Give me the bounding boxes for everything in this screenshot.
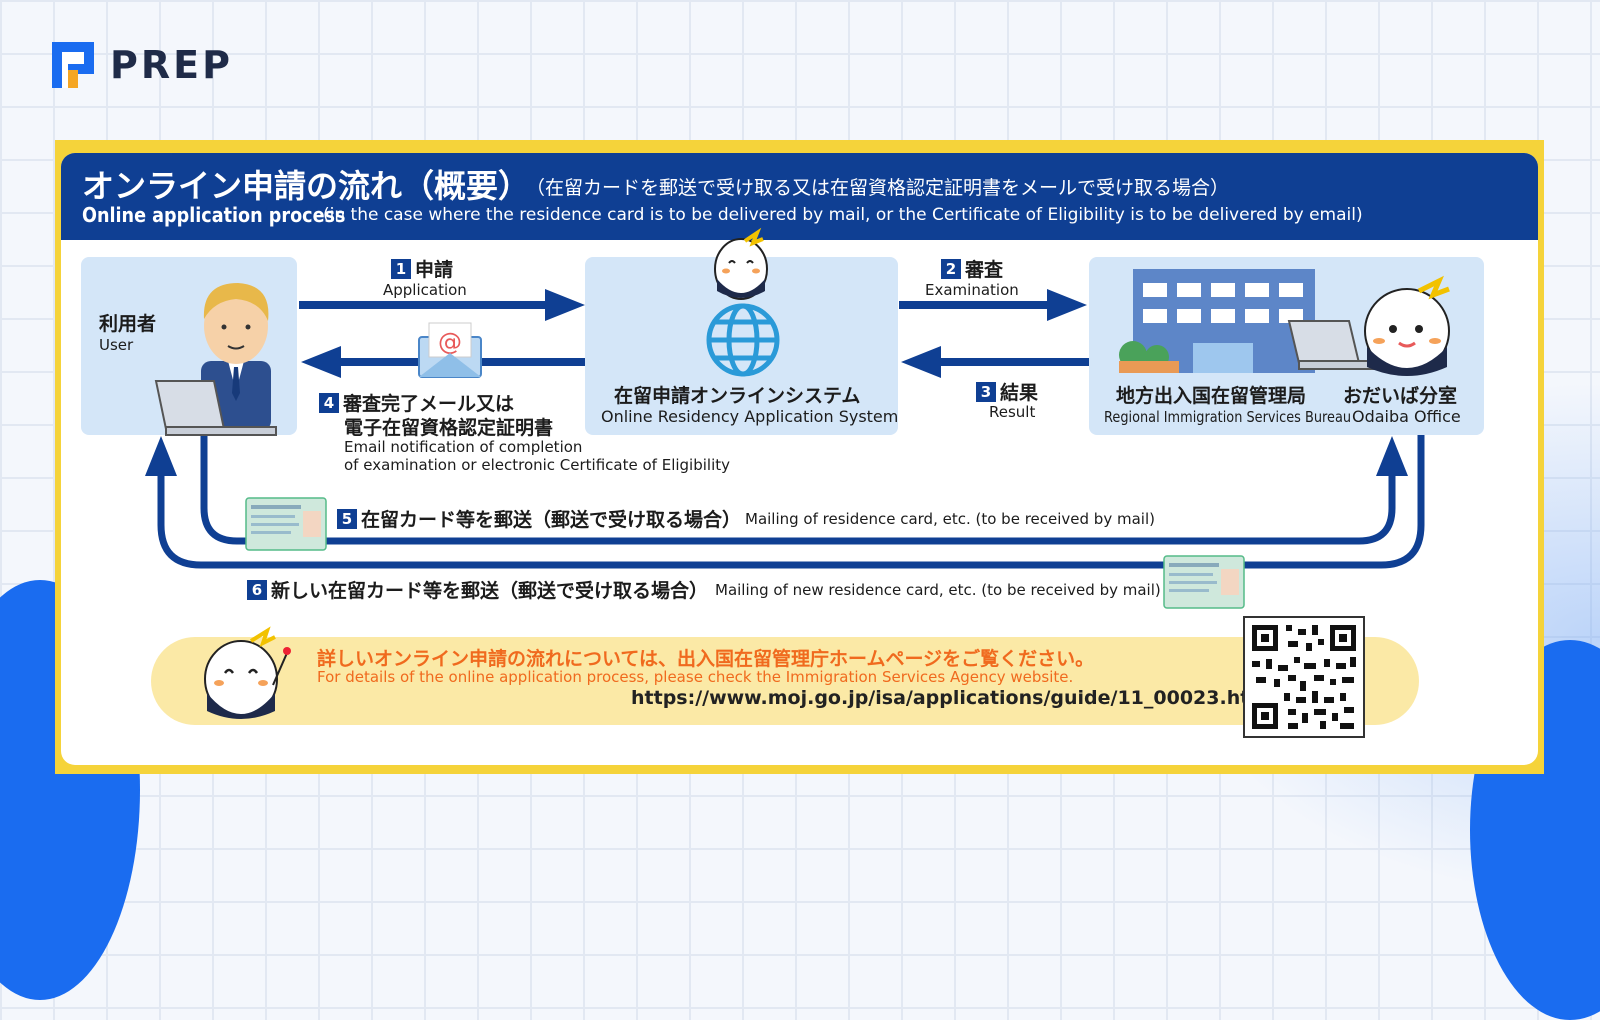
step5-ja: 在留カード等を郵送（郵送で受け取る場合） — [361, 509, 742, 531]
step3-number: 3 — [976, 382, 996, 402]
title-en: Online application process — [82, 203, 346, 227]
step2-en: Examination — [925, 281, 1019, 299]
step4-number: 4 — [319, 393, 339, 413]
building-icon — [1119, 269, 1380, 373]
info-banner — [151, 637, 1419, 725]
step5-en: Mailing of residence card, etc. (to be r… — [745, 510, 1155, 528]
step2-number: 2 — [941, 259, 961, 279]
bureau-label-en: Regional Immigration Services Bureau — [1104, 408, 1352, 426]
qr-code-icon[interactable] — [1243, 616, 1365, 738]
odaiba-label-ja: おだいば分室 — [1343, 385, 1458, 407]
user-label-en: User — [99, 336, 134, 354]
bureau-label-ja: 地方出入国在留管理局 — [1116, 385, 1307, 407]
flow-arrows — [145, 289, 1425, 569]
odaiba-label-en: Odaiba Office — [1352, 407, 1461, 426]
step1-number: 1 — [391, 259, 411, 279]
step4-ja2: 電子在留資格認定証明書 — [344, 417, 554, 439]
info-url[interactable]: https://www.moj.go.jp/isa/applications/g… — [631, 687, 1276, 709]
info-ja: 詳しいオンライン申請の流れについては、出入国在留管理庁ホームページをご覧ください… — [317, 648, 1095, 670]
logo-text: PREP — [110, 43, 233, 87]
step3-en: Result — [989, 403, 1036, 421]
step5-number: 5 — [337, 509, 357, 529]
step6-number: 6 — [247, 580, 267, 600]
subtitle-en: (in the case where the residence card is… — [323, 205, 1363, 225]
subtitle-ja: （在留カードを郵送で受け取る又は在留資格認定証明書をメールで受け取る場合） — [526, 177, 1230, 199]
email-icon: @ — [418, 322, 482, 378]
svg-text:@: @ — [438, 328, 462, 356]
diagram-header: オンライン申請の流れ（概要） （在留カードを郵送で受け取る又は在留資格認定証明書… — [61, 153, 1538, 240]
diagram-card: オンライン申請の流れ（概要） （在留カードを郵送で受け取る又は在留資格認定証明書… — [61, 153, 1538, 765]
step6-ja: 新しい在留カード等を郵送（郵送で受け取る場合） — [271, 580, 709, 602]
prep-logo[interactable]: PREP — [50, 40, 233, 90]
banner-mascot-icon — [204, 626, 291, 719]
residence-card-icon — [245, 497, 327, 551]
system-label-ja: 在留申請オンラインシステム — [614, 385, 861, 407]
info-en: For details of the online application pr… — [317, 668, 1074, 686]
step2-ja: 審査 — [965, 259, 1004, 281]
step3-ja: 結果 — [1000, 382, 1039, 404]
prep-logo-icon — [52, 42, 94, 88]
step1-ja: 申請 — [415, 259, 454, 281]
mascot-icon — [714, 227, 768, 300]
step4-en2: of examination or electronic Certificate… — [344, 456, 731, 474]
globe-icon — [706, 303, 780, 377]
odaiba-mascot-icon — [1364, 275, 1450, 376]
user-laptop-icon — [154, 283, 277, 436]
user-label-ja: 利用者 — [99, 313, 157, 335]
step6-en: Mailing of new residence card, etc. (to … — [715, 581, 1161, 599]
system-label-en: Online Residency Application System — [601, 407, 899, 426]
diagram-frame: オンライン申請の流れ（概要） （在留カードを郵送で受け取る又は在留資格認定証明書… — [55, 140, 1544, 774]
title-ja: オンライン申請の流れ（概要） — [82, 167, 531, 205]
step1-en: Application — [383, 281, 467, 299]
step4-en1: Email notification of completion — [344, 438, 583, 456]
new-residence-card-icon — [1163, 555, 1245, 609]
step4-ja1: 審査完了メール又は — [343, 393, 515, 415]
